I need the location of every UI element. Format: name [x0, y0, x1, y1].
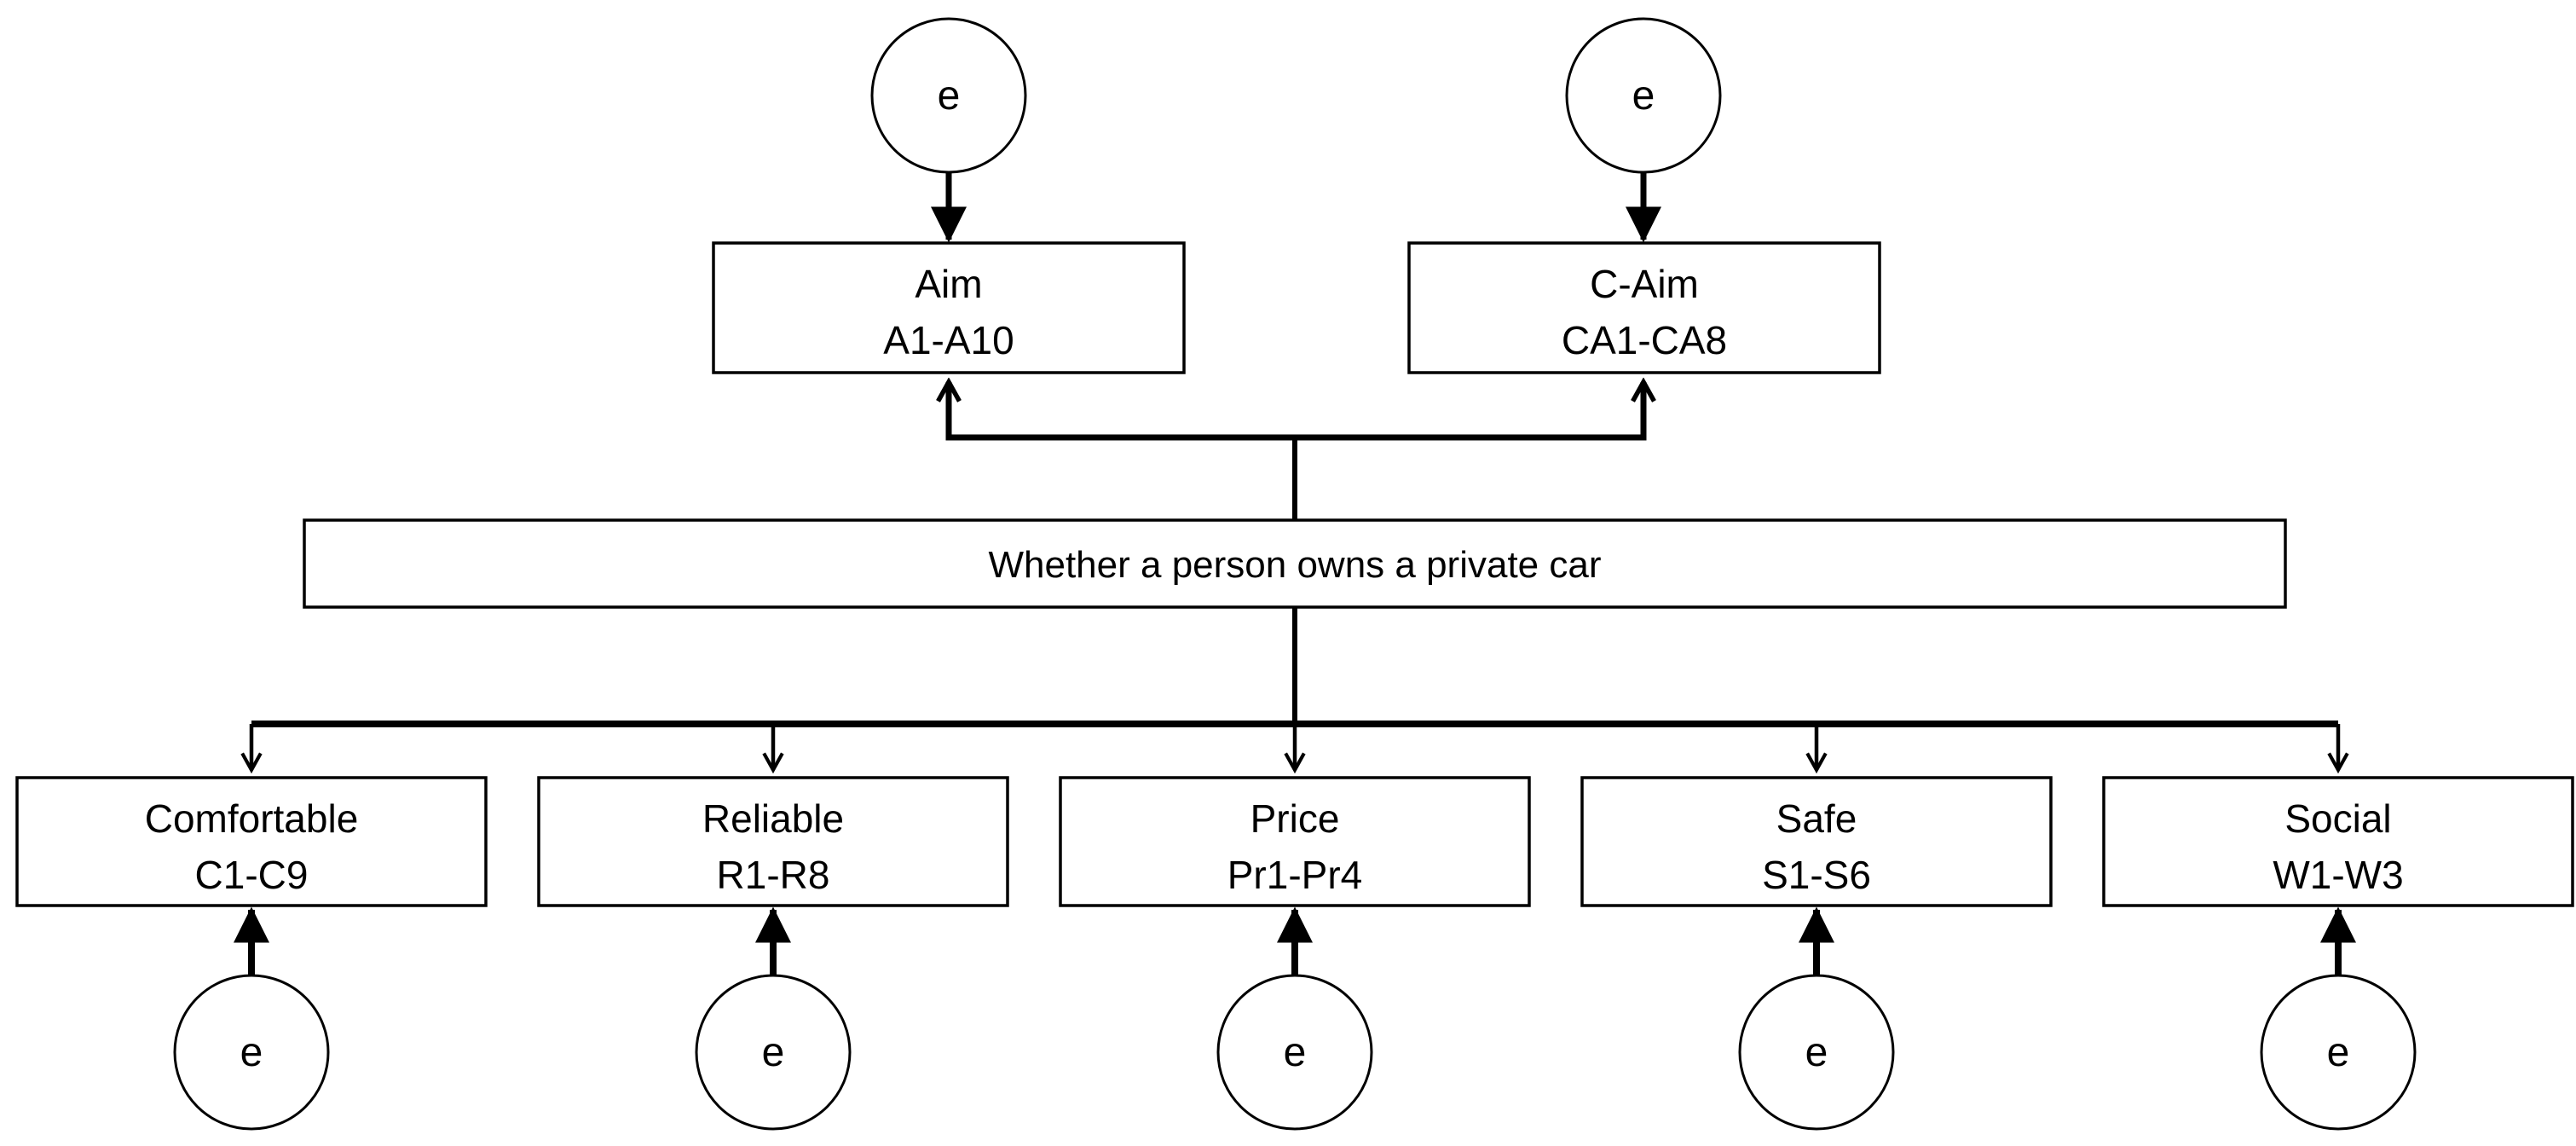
error-label-c-aim: e: [1632, 73, 1655, 119]
error-circle-price: [1216, 974, 1373, 1131]
node-safe: Safe S1-S6: [1580, 776, 2053, 907]
comfortable-label: Comfortable: [145, 796, 359, 841]
error-circle-comfortable: [173, 974, 330, 1131]
error-label-social: e: [2327, 1030, 2350, 1075]
error-label-price: e: [1284, 1030, 1307, 1075]
error-circle-social: [2260, 974, 2417, 1131]
error-circle-reliable: [695, 974, 852, 1131]
error-circle-safe: [1738, 974, 1895, 1131]
c-aim-label: C-Aim: [1590, 262, 1699, 306]
social-box: [2102, 776, 2574, 907]
error-term-reliable: e: [695, 906, 852, 1131]
error-label-comfortable: e: [240, 1030, 263, 1075]
reliable-label: Reliable: [702, 796, 844, 841]
reliable-box: [537, 776, 1009, 907]
node-c-aim: C-Aim CA1-CA8: [1407, 241, 1881, 374]
node-comfortable: Comfortable C1-C9: [15, 776, 488, 907]
c-aim-box: [1407, 241, 1881, 374]
price-box: [1059, 776, 1531, 907]
reliable-indicators: R1-R8: [717, 853, 830, 897]
safe-box: [1580, 776, 2053, 907]
error-term-c-aim: e: [1565, 17, 1722, 243]
social-indicators: W1-W3: [2273, 853, 2403, 897]
price-label: Price: [1250, 796, 1340, 841]
node-price: Price Pr1-Pr4: [1059, 776, 1531, 907]
node-central: Whether a person owns a private car: [303, 518, 2287, 609]
social-label: Social: [2284, 796, 2391, 841]
c-aim-indicators: CA1-CA8: [1562, 318, 1727, 362]
central-box: [303, 518, 2287, 609]
central-label: Whether a person owns a private car: [988, 544, 1601, 586]
error-term-social: e: [2260, 906, 2417, 1131]
error-term-aim: e: [870, 17, 1027, 243]
error-term-price: e: [1216, 906, 1373, 1131]
node-social: Social W1-W3: [2102, 776, 2574, 907]
error-label-safe: e: [1805, 1030, 1828, 1075]
error-term-safe: e: [1738, 906, 1895, 1131]
safe-label: Safe: [1776, 796, 1857, 841]
error-label-reliable: e: [762, 1030, 785, 1075]
node-reliable: Reliable R1-R8: [537, 776, 1009, 907]
upper-connector: [946, 382, 1647, 521]
aim-box: [712, 241, 1186, 374]
comfortable-indicators: C1-C9: [195, 853, 309, 897]
comfortable-box: [15, 776, 488, 907]
error-label-aim: e: [938, 73, 961, 119]
aim-label: Aim: [915, 262, 982, 306]
error-term-comfortable: e: [173, 906, 330, 1131]
node-aim: Aim A1-A10: [712, 241, 1186, 374]
aim-indicators: A1-A10: [883, 318, 1014, 362]
price-indicators: Pr1-Pr4: [1227, 853, 1362, 897]
lower-connector: [240, 607, 2349, 774]
safe-indicators: S1-S6: [1762, 853, 1871, 897]
